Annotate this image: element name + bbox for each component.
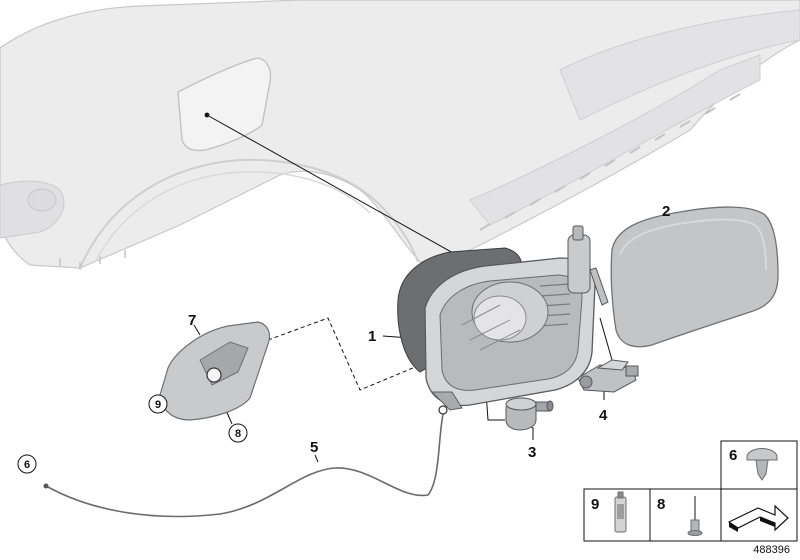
- callout-2: 2: [662, 203, 670, 220]
- legend-box-6: 6: [720, 440, 798, 490]
- legend-box-8: 8: [649, 488, 722, 542]
- actuator-pin: [505, 397, 554, 431]
- callout-labels: 1 2 3 4 5 7 6 8 9: [17, 203, 670, 474]
- svg-text:9: 9: [155, 399, 161, 411]
- callout-5: 5: [310, 439, 318, 456]
- legend-box-arrow: [720, 488, 798, 542]
- lock-actuator: [577, 359, 639, 393]
- svg-text:9: 9: [591, 496, 599, 513]
- circled-callout-6: 6: [17, 454, 37, 474]
- circled-callout-9: 9: [148, 394, 168, 414]
- fuel-flap: [610, 206, 779, 348]
- svg-text:8: 8: [657, 496, 665, 513]
- svg-text:8: 8: [235, 428, 241, 440]
- fuel-filler-housing: [397, 225, 609, 415]
- car-body-side-panel: [0, 0, 800, 270]
- circled-callout-8: 8: [228, 423, 248, 443]
- direction-arrow-icon: [727, 504, 789, 532]
- blind-rivet-icon: [687, 496, 703, 536]
- callout-3: 3: [528, 444, 536, 461]
- callout-7: 7: [188, 312, 196, 329]
- grease-tube-icon: [614, 491, 627, 533]
- svg-text:6: 6: [729, 447, 737, 464]
- legend-box-9: 9: [583, 488, 651, 542]
- diagram-number: 488396: [753, 544, 790, 556]
- bracket-plate: [159, 321, 271, 421]
- bowden-cable: [43, 413, 444, 518]
- callout-1: 1: [368, 328, 376, 345]
- svg-text:6: 6: [24, 459, 30, 471]
- callout-4: 4: [599, 407, 608, 424]
- clip-rivet-icon: [746, 448, 778, 481]
